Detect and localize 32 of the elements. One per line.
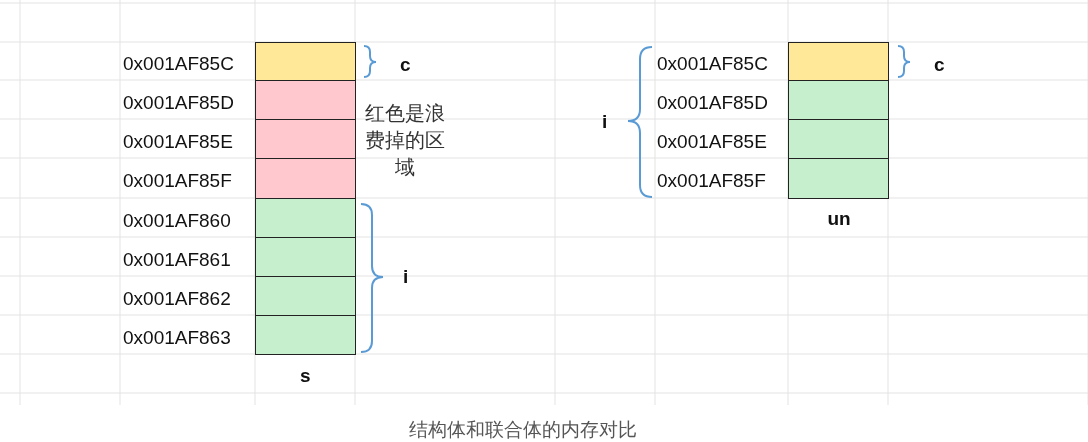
address-label: 0x001AF85C	[123, 53, 234, 75]
variable-name: s	[300, 365, 311, 387]
address-label: 0x001AF85D	[657, 91, 768, 114]
address-label: 0x001AF861	[123, 248, 231, 271]
memory-cell	[788, 119, 889, 159]
memory-cell	[255, 276, 356, 316]
address-label: 0x001AF85D	[123, 91, 234, 114]
memory-cell	[255, 198, 356, 238]
address-label: 0x001AF863	[123, 326, 231, 349]
address-label: 0x001AF85E	[657, 130, 767, 153]
field-name: c	[400, 54, 411, 76]
memory-cell	[255, 237, 356, 277]
memory-cell	[255, 315, 356, 355]
memory-cell	[788, 158, 889, 199]
caption: 结构体和联合体的内存对比	[409, 419, 637, 441]
field-name: i	[403, 266, 409, 288]
memory-cell	[788, 42, 889, 81]
memory-cell	[255, 42, 356, 81]
note-text: 红色是浪费掉的区域	[364, 100, 446, 180]
address-label: 0x001AF85C	[657, 53, 768, 75]
memory-cell	[788, 80, 889, 120]
variable-name: un	[827, 208, 851, 230]
field-name: c	[934, 54, 945, 76]
memory-cell	[255, 80, 356, 120]
address-label: 0x001AF862	[123, 287, 231, 310]
field-name: i	[602, 111, 608, 133]
address-label: 0x001AF85E	[123, 130, 233, 153]
memory-cell	[255, 119, 356, 159]
address-label: 0x001AF860	[123, 209, 231, 232]
address-label: 0x001AF85F	[123, 170, 232, 192]
address-label: 0x001AF85F	[657, 170, 766, 192]
memory-cell	[255, 158, 356, 199]
